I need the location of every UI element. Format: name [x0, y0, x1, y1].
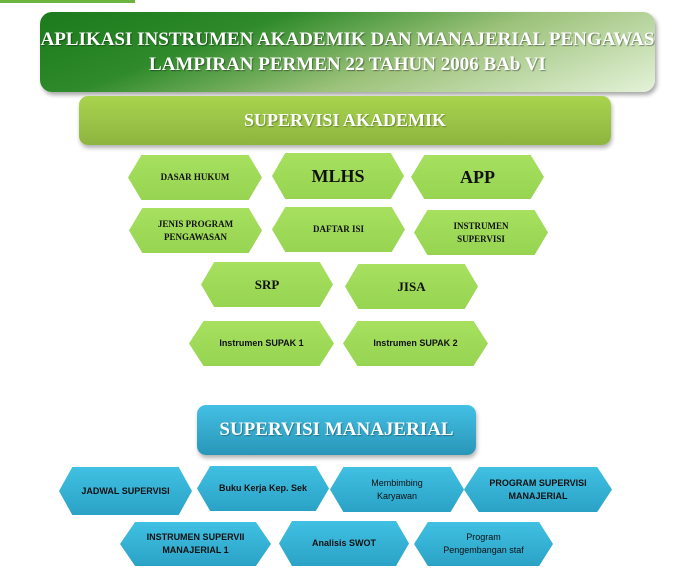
analisis-swot-button[interactable]: Analisis SWOT	[279, 521, 409, 566]
app-title-banner: APLIKASI INSTRUMEN AKADEMIK DAN MANAJERI…	[40, 12, 655, 92]
title-line-1: APLIKASI INSTRUMEN AKADEMIK DAN MANAJERI…	[40, 29, 655, 50]
instrumen-supak-2-button[interactable]: Instrumen SUPAK 2	[343, 321, 488, 366]
mlhs-button[interactable]: MLHS	[272, 153, 404, 199]
instrumen-supervisi-button[interactable]: INSTRUMEN SUPERVISI	[414, 210, 548, 255]
membimbing-karyawan-button[interactable]: Membimbing Karyawan	[330, 467, 464, 512]
title-line-2: LAMPIRAN PERMEN 22 TAHUN 2006 BAb VI	[149, 54, 546, 75]
program-pengembangan-staf-button[interactable]: Program Pengembangan staf	[414, 522, 553, 566]
instrumen-supak-1-button[interactable]: Instrumen SUPAK 1	[189, 321, 334, 366]
jenis-program-button[interactable]: JENIS PROGRAM PENGAWASAN	[129, 208, 262, 253]
jisa-button[interactable]: JISA	[345, 264, 478, 309]
buku-kerja-button[interactable]: Buku Kerja Kep. Sek	[197, 466, 329, 511]
program-supervisi-manajerial-button[interactable]: PROGRAM SUPERVISI MANAJERIAL	[464, 467, 612, 512]
supervisi-akademik-heading[interactable]: SUPERVISI AKADEMIK	[79, 96, 611, 145]
app-button[interactable]: APP	[411, 155, 544, 199]
srp-button[interactable]: SRP	[201, 262, 333, 307]
supervisi-manajerial-heading[interactable]: SUPERVISI MANAJERIAL	[197, 405, 476, 455]
dasar-hukum-button[interactable]: DASAR HUKUM	[128, 155, 262, 200]
instrumen-supervisi-manajerial-button[interactable]: INSTRUMEN SUPERVII MANAJERIAL 1	[120, 522, 271, 566]
daftar-isi-button[interactable]: DAFTAR ISI	[272, 207, 405, 252]
jadwal-supervisi-button[interactable]: JADWAL SUPERVISI	[59, 467, 192, 515]
top-accent-line	[0, 0, 135, 3]
